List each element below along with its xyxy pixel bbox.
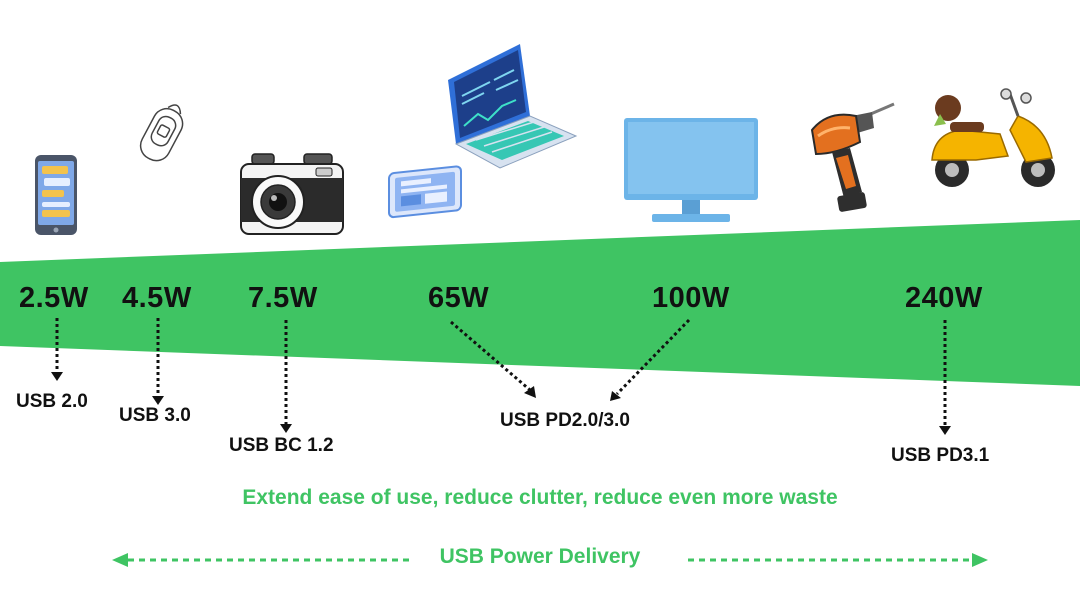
watt-label-7-5w: 7.5W (248, 282, 318, 314)
watt-label-65w: 65W (428, 282, 490, 314)
standard-label-usb-3-0: USB 3.0 (119, 405, 191, 426)
monitor-icon (624, 118, 758, 222)
arrowhead-7-5w (280, 424, 292, 433)
arrowhead-240w (939, 426, 951, 435)
tagline: Extend ease of use, reduce clutter, redu… (242, 486, 838, 509)
footer-label: USB Power Delivery (439, 545, 641, 568)
laptop-icon (448, 44, 578, 169)
arrowhead-100w (610, 391, 621, 401)
standard-label-usb-pd3-1: USB PD3.1 (891, 445, 990, 466)
watt-label-2-5w: 2.5W (19, 282, 89, 314)
drill-icon (810, 102, 895, 212)
standard-label-usb-pd2-3: USB PD2.0/3.0 (500, 410, 630, 431)
footer-arrow-right-head (972, 553, 988, 567)
arrow-65w (450, 320, 531, 392)
footer-arrow-left-head (112, 553, 128, 567)
standard-label-usb-2-0: USB 2.0 (16, 391, 88, 412)
watt-label-240w: 240W (905, 282, 983, 314)
watt-label-4-5w: 4.5W (122, 282, 192, 314)
tablet-icon (388, 165, 462, 219)
power-band-shape (0, 220, 1080, 386)
smartphone-icon (35, 155, 77, 235)
arrowhead-65w (524, 386, 536, 398)
arrow-heads (51, 372, 951, 435)
scooter-icon (931, 88, 1055, 187)
arrowhead-2-5w (51, 372, 63, 381)
key-fob-icon (139, 104, 184, 162)
watt-label-100w: 100W (652, 282, 730, 314)
arrow-100w (615, 318, 691, 396)
camera-icon (240, 153, 344, 235)
connector-arrows (55, 318, 947, 426)
standard-label-usb-bc-1-2: USB BC 1.2 (229, 435, 334, 456)
arrowhead-4-5w (152, 396, 164, 405)
